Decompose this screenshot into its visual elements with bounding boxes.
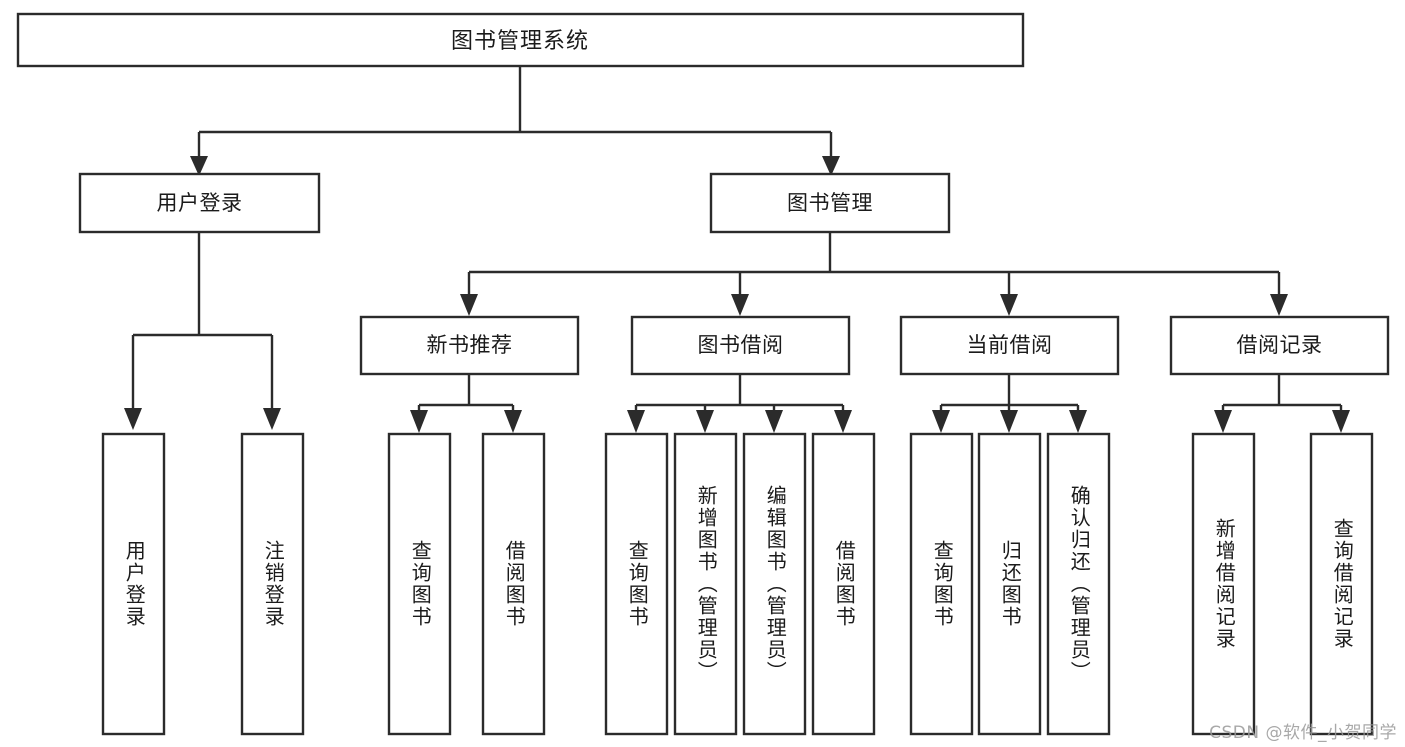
- node-current-borrow[interactable]: 当前借阅: [899, 315, 1120, 376]
- arrowhead-cb-leaf1: [932, 410, 950, 433]
- node-book-borrow-label: 图书借阅: [698, 333, 784, 357]
- arrowhead-leaf-logout: [263, 408, 281, 430]
- leaf-box-bb-query-book[interactable]: [604, 432, 669, 736]
- leaf-box-bb-borrow-book[interactable]: [811, 432, 876, 736]
- arrowhead-br-leaf1: [1214, 410, 1232, 433]
- node-borrow-record-label: 借阅记录: [1237, 333, 1323, 357]
- node-current-borrow-box: [899, 315, 1120, 376]
- node-user-login-box: [78, 172, 321, 234]
- leaf-box-cb-query-book[interactable]: [909, 432, 974, 736]
- node-user-login[interactable]: 用户登录: [78, 172, 321, 234]
- node-new-book-recommend-box: [359, 315, 580, 376]
- arrowhead-current-borrow: [1000, 294, 1018, 316]
- node-book-borrow[interactable]: 图书借阅: [630, 315, 851, 376]
- leaf-box-bb-edit-book[interactable]: [742, 432, 807, 736]
- arrowhead-cb-leaf2: [1000, 410, 1018, 433]
- leaf-box-br-query-record[interactable]: [1309, 432, 1374, 736]
- leaf-box-cb-confirm-return[interactable]: [1046, 432, 1111, 736]
- arrowhead-leaf-user-login: [124, 408, 142, 430]
- node-book-manage-label: 图书管理: [787, 191, 873, 215]
- node-borrow-record[interactable]: 借阅记录: [1169, 315, 1390, 376]
- leaf-box-logout[interactable]: [240, 432, 305, 736]
- arrowhead-book-manage: [822, 156, 840, 176]
- arrowhead-bb-leaf2: [696, 410, 714, 433]
- leaf-box-user-login[interactable]: [101, 432, 166, 736]
- leaf-box-br-add-record[interactable]: [1191, 432, 1256, 736]
- node-book-manage[interactable]: 图书管理: [709, 172, 951, 234]
- node-root-box: [16, 12, 1025, 68]
- arrowhead-borrow-record: [1270, 294, 1288, 316]
- arrowhead-cb-leaf3: [1069, 410, 1087, 433]
- csdn-watermark: CSDN @软件_小贺同学: [1209, 723, 1397, 743]
- node-book-borrow-box: [630, 315, 851, 376]
- arrowhead-br-leaf2: [1332, 410, 1350, 433]
- node-book-manage-box: [709, 172, 951, 234]
- leaf-box-nb-borrow-book[interactable]: [481, 432, 546, 736]
- leaf-box-cb-return-book[interactable]: [977, 432, 1042, 736]
- arrowhead-bb-leaf1: [627, 410, 645, 433]
- leaf-box-bb-add-book[interactable]: [673, 432, 738, 736]
- leaf-box-nb-query-book[interactable]: [387, 432, 452, 736]
- arrowhead-bb-leaf3: [765, 410, 783, 433]
- node-root-library-system[interactable]: 图书管理系统: [16, 12, 1025, 68]
- arrowhead-book-borrow: [731, 294, 749, 316]
- node-new-book-recommend-label: 新书推荐: [427, 333, 513, 357]
- arrowhead-nb-leaf1: [410, 410, 428, 433]
- arrowhead-user-login: [190, 156, 208, 176]
- node-user-login-label: 用户登录: [157, 191, 243, 215]
- arrowhead-new-book: [460, 294, 478, 316]
- node-new-book-recommend[interactable]: 新书推荐: [359, 315, 580, 376]
- node-current-borrow-label: 当前借阅: [967, 333, 1053, 357]
- arrowhead-bb-leaf4: [834, 410, 852, 433]
- arrowhead-nb-leaf2: [504, 410, 522, 433]
- node-root-label: 图书管理系统: [451, 29, 589, 54]
- node-borrow-record-box: [1169, 315, 1390, 376]
